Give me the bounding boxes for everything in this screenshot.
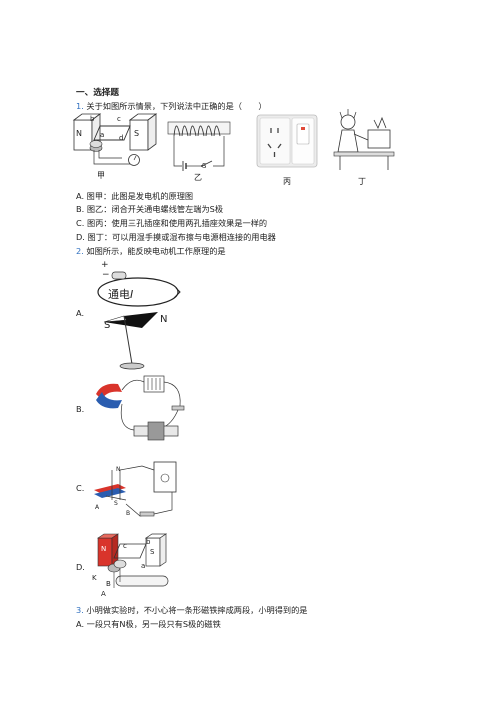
question-number: 1. [76, 101, 84, 111]
q3-option-a: A. 一段只有N极，另一段只有S极的磁铁 [76, 619, 221, 629]
figd-bb-label: B [106, 580, 111, 588]
figc-b-label: B [126, 510, 131, 517]
figa-minus: − [102, 270, 110, 280]
figa-current-label: 通电I [108, 288, 134, 301]
q2-option-a: A. [76, 308, 85, 318]
figure-ding-caption: 丁 [358, 177, 366, 186]
figd-c-label: c [123, 542, 127, 550]
question-number: 2. [76, 246, 84, 256]
figd-s-label: S [150, 548, 155, 556]
q2-option-d: D. [76, 562, 85, 572]
q2-figure-b [96, 375, 185, 441]
q2-option-c: C. [76, 483, 85, 493]
q1-option-b: B. 图乙：闭合开关通电螺线管左端为S极 [76, 204, 224, 214]
question-3-stem: 3. 小明做实验时，不小心将一条形磁铁摔成两段，小明得到的是 [76, 605, 308, 616]
jia-s-label: S [134, 129, 140, 138]
question-text: 如图所示，能反映电动机工作原理的是 [86, 246, 226, 256]
figure-yi-caption: 乙 [194, 173, 202, 182]
q1-option-a: A. 图甲：此图是发电机的原理图 [76, 191, 194, 201]
figd-aa-label: A [101, 590, 106, 598]
jia-c-label: c [117, 115, 121, 123]
figa-s-label: S [104, 320, 111, 331]
figure-jia-caption: 甲 [97, 171, 105, 180]
figd-a-label: a [141, 562, 146, 570]
figc-n-label: N [116, 466, 121, 473]
q2-figure-d [97, 533, 169, 588]
figa-n-label: N [160, 314, 168, 325]
figure-jia [72, 113, 158, 166]
question-number: 3. [76, 605, 84, 615]
jia-b-label: b [90, 115, 95, 123]
question-text: 关于如图所示情景，下列说法中正确的是（ ） [86, 101, 267, 111]
question-1-stem: 1. 关于如图所示情景，下列说法中正确的是（ ） [76, 101, 267, 112]
jia-a-label: a [100, 131, 105, 139]
figa-plus: + [101, 260, 109, 270]
figd-k-label: K [92, 574, 97, 582]
figure-yi [167, 121, 231, 171]
q2-figure-c [94, 461, 177, 517]
q1-option-c: C. 图丙：使用三孔插座和使用两孔插座效果是一样的 [76, 218, 268, 228]
q2-option-b: B. [76, 404, 85, 414]
question-text: 小明做实验时，不小心将一条形磁铁摔成两段，小明得到的是 [86, 605, 308, 615]
q2-figure-a [97, 271, 181, 370]
figure-ding [333, 109, 395, 170]
figc-s-label: S [114, 500, 118, 507]
jia-d-label: d [119, 134, 124, 142]
yi-s-label: S [202, 162, 207, 170]
figure-bing-caption: 丙 [283, 177, 291, 186]
section-title: 一、选择题 [76, 88, 119, 98]
question-2-stem: 2. 如图所示，能反映电动机工作原理的是 [76, 246, 226, 257]
q1-option-d: D. 图丁：可以用湿手摸或湿布擦与电源相连接的用电器 [76, 232, 276, 242]
figd-b-label: b [146, 538, 151, 546]
figure-bing [256, 114, 318, 168]
figc-a-label: A [95, 504, 100, 511]
jia-n-label: N [76, 129, 82, 138]
figd-n-label: N [101, 545, 107, 553]
